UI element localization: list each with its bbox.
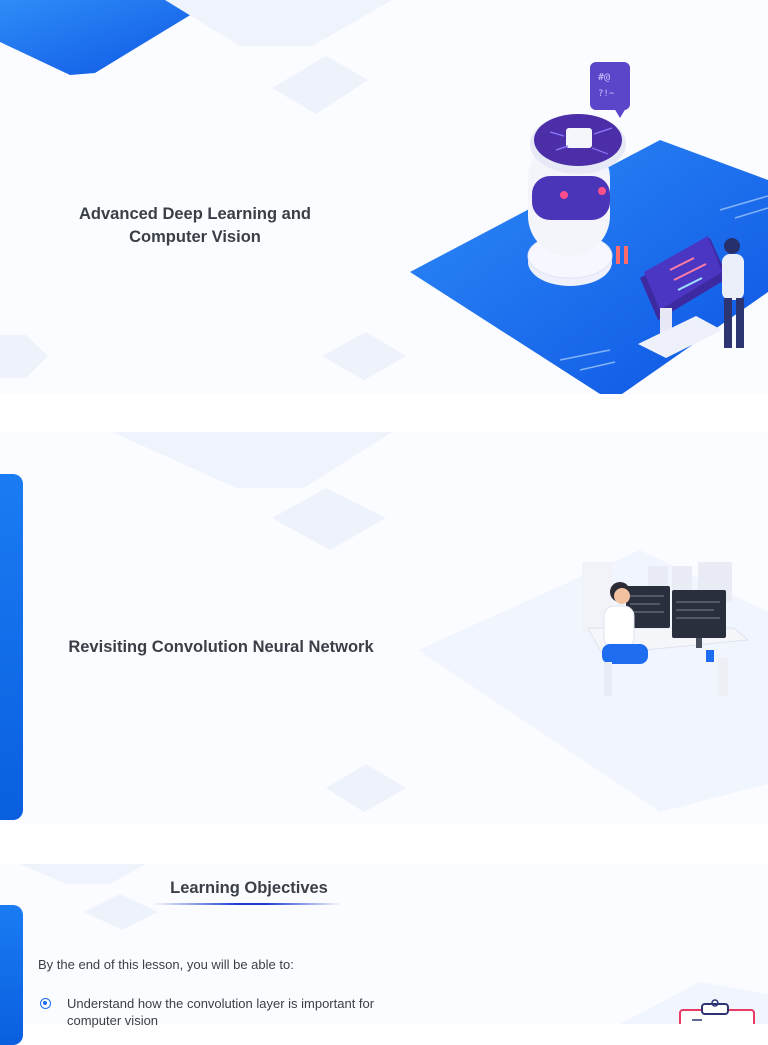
slide-title: Learning Objectives xyxy=(170,879,328,897)
bg-diamond xyxy=(112,432,392,488)
slide-title: Advanced Deep Learning and Computer Visi… xyxy=(40,203,350,249)
svg-text:#@: #@ xyxy=(598,72,610,83)
bg-diamond xyxy=(84,894,158,930)
robot-illustration: #@ ?!~ xyxy=(527,62,744,358)
bg-diamond xyxy=(322,332,406,380)
svg-text:?!~: ?!~ xyxy=(598,89,615,99)
bg-diamond xyxy=(326,764,406,812)
corner-shape xyxy=(0,0,215,75)
clipboard-illustration xyxy=(679,999,755,1024)
title-slide: Advanced Deep Learning and Computer Visi… xyxy=(0,0,768,394)
bg-diamond xyxy=(20,864,146,884)
bg-diamond xyxy=(272,56,368,114)
objectives-slide xyxy=(0,864,768,1024)
radio-bullet-icon xyxy=(40,998,51,1009)
title-underline xyxy=(152,903,342,905)
section-accent-tab xyxy=(0,474,23,820)
intro-text: By the end of this lesson, you will be a… xyxy=(38,957,294,972)
title-line-1: Advanced Deep Learning and xyxy=(79,205,311,223)
title-line-2: Computer Vision xyxy=(129,228,261,246)
bg-diamond xyxy=(272,488,386,550)
section-accent-tab xyxy=(0,905,23,1045)
developer-workstation-illustration xyxy=(582,562,750,696)
slide-title: Revisiting Convolution Neural Network xyxy=(68,638,374,656)
bg-diamond xyxy=(0,335,48,378)
bg-diamond xyxy=(165,0,392,46)
